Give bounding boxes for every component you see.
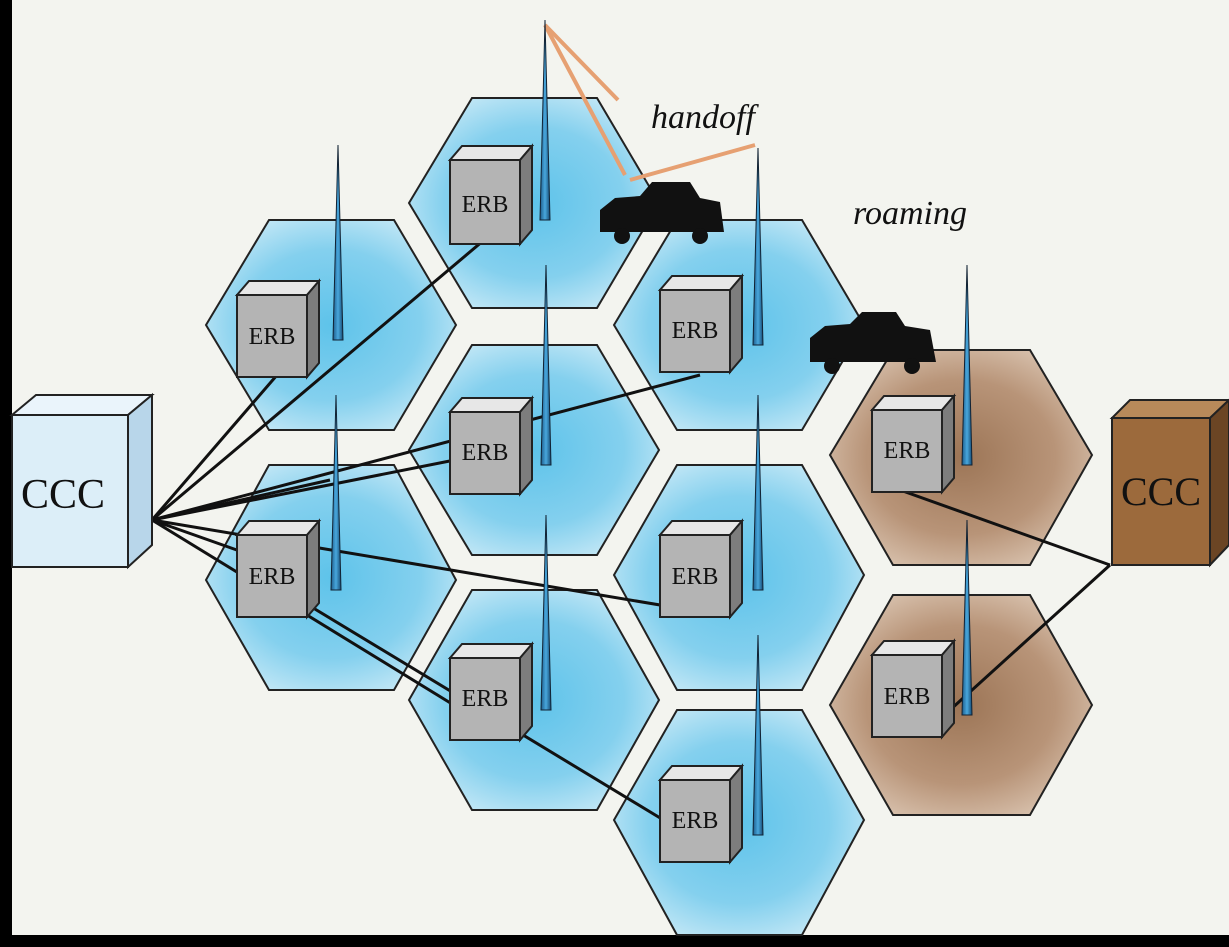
ccc-left: CCC — [12, 395, 152, 567]
erb-label: ERB — [462, 686, 509, 712]
erb-box: ERB — [450, 146, 532, 244]
erb-box: ERB — [450, 398, 532, 494]
erb-label: ERB — [884, 684, 931, 710]
erb-box: ERB — [872, 396, 954, 492]
erb-label: ERB — [884, 438, 931, 464]
erb-label: ERB — [249, 324, 296, 350]
ccc-left-label: CCC — [21, 472, 105, 518]
ccc-right: CCC — [1112, 400, 1229, 565]
erb-box: ERB — [872, 641, 954, 737]
erb-box: ERB — [660, 521, 742, 617]
erb-label: ERB — [462, 440, 509, 466]
erb-label: ERB — [672, 808, 719, 834]
erb-box: ERB — [237, 521, 319, 617]
ccc-right-label: CCC — [1121, 469, 1201, 514]
erb-box: ERB — [660, 766, 742, 862]
roaming-label: roaming — [853, 195, 967, 232]
erb-label: ERB — [672, 318, 719, 344]
erb-box: ERB — [450, 644, 532, 740]
erb-label: ERB — [462, 192, 509, 218]
erb-box: ERB — [660, 276, 742, 372]
erb-box: ERB — [237, 281, 319, 377]
erb-label: ERB — [672, 564, 719, 590]
erb-label: ERB — [249, 564, 296, 590]
handoff-label: handoff — [651, 99, 759, 136]
